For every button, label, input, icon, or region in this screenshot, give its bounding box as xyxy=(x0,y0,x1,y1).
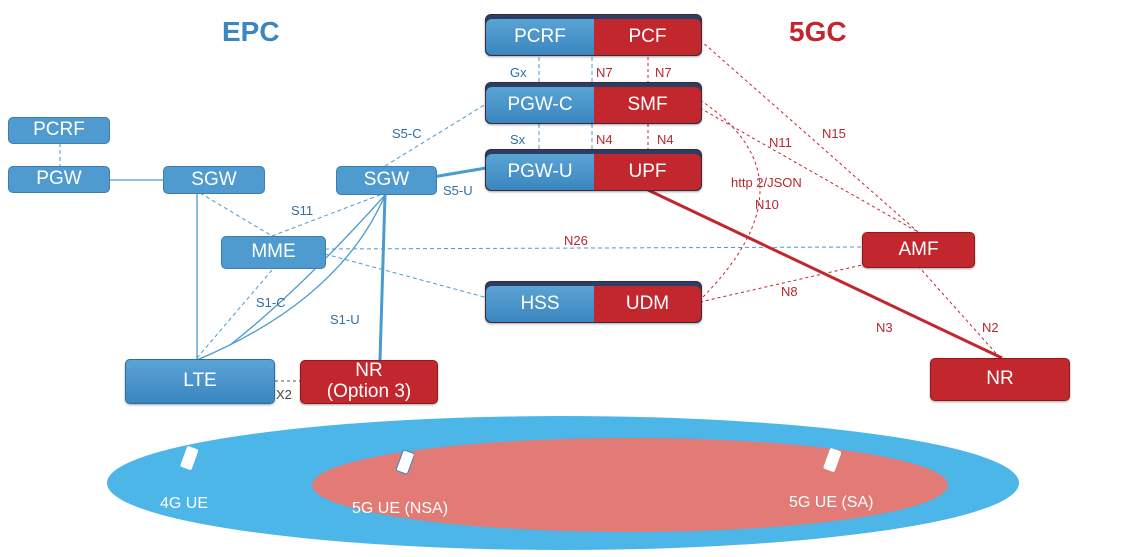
pair-smf: SMF xyxy=(594,87,701,123)
node-pcrf-epc[interactable]: PCRF xyxy=(8,117,110,144)
node-hss-udm[interactable]: HSS UDM xyxy=(485,281,702,323)
nr-nsa-line1: NR xyxy=(355,360,383,382)
label-n8: N8 xyxy=(781,284,798,299)
nr-nsa-line2: (Option 3) xyxy=(326,381,412,402)
label-n4-b: N4 xyxy=(657,132,674,147)
label-s5-c: S5-C xyxy=(392,126,422,141)
node-sgw-left[interactable]: SGW xyxy=(163,166,265,194)
label-n3: N3 xyxy=(876,320,893,335)
pair-pcrf: PCRF xyxy=(486,19,594,55)
label-n2: N2 xyxy=(982,320,999,335)
label-s11: S11 xyxy=(291,203,314,218)
pair-pcf: PCF xyxy=(594,19,701,55)
label-x2: X2 xyxy=(276,387,292,402)
label-http2-json: http 2/JSON xyxy=(731,175,802,190)
node-lte[interactable]: LTE xyxy=(125,359,275,404)
node-pgwc-smf[interactable]: PGW-C SMF xyxy=(485,82,702,124)
label-s1-c: S1-C xyxy=(256,295,286,310)
5gc-dashed-links xyxy=(647,39,1003,361)
label-n10: N10 xyxy=(755,197,779,212)
n3-link xyxy=(647,188,1003,360)
node-sgw-mid[interactable]: SGW xyxy=(336,166,437,195)
pair-pgw-u: PGW-U xyxy=(486,154,594,190)
epc-title: EPC xyxy=(222,16,280,47)
pair-upf: UPF xyxy=(594,154,701,190)
pair-udm: UDM xyxy=(594,286,701,322)
label-n7-a: N7 xyxy=(596,65,613,80)
pair-hss: HSS xyxy=(486,286,594,322)
node-pgwu-upf[interactable]: PGW-U UPF xyxy=(485,149,702,191)
phone-icon xyxy=(823,448,841,472)
epc-solid-links xyxy=(108,179,386,361)
node-pgw[interactable]: PGW xyxy=(8,166,110,193)
label-n7-b: N7 xyxy=(655,65,672,80)
ue-4g-label: 4G UE xyxy=(160,495,209,512)
label-n4-a: N4 xyxy=(596,132,613,147)
label-n11: N11 xyxy=(769,135,792,150)
node-nr-sa[interactable]: NR xyxy=(930,358,1070,401)
5gc-title: 5GC xyxy=(789,16,847,47)
label-s1-u: S1-U xyxy=(330,312,360,327)
label-sx: Sx xyxy=(510,132,526,147)
node-amf[interactable]: AMF xyxy=(862,232,975,268)
5g-coverage-area xyxy=(312,438,948,532)
label-s5-u: S5-U xyxy=(443,183,473,198)
epc-dashed-links xyxy=(59,57,863,359)
label-n15: N15 xyxy=(822,126,846,141)
pair-pgw-c: PGW-C xyxy=(486,87,594,123)
node-mme[interactable]: MME xyxy=(221,236,326,269)
phone-icon xyxy=(396,450,414,475)
ue-5g-sa-label: 5G UE (SA) xyxy=(789,494,874,511)
label-gx: Gx xyxy=(510,65,527,80)
label-n26: N26 xyxy=(564,233,588,248)
phone-icon xyxy=(180,446,198,470)
node-nr-nsa[interactable]: NR (Option 3) xyxy=(300,360,438,404)
node-pcrf-pcf[interactable]: PCRF PCF xyxy=(485,14,702,56)
ue-5g-nsa-label: 5G UE (NSA) xyxy=(352,500,449,517)
